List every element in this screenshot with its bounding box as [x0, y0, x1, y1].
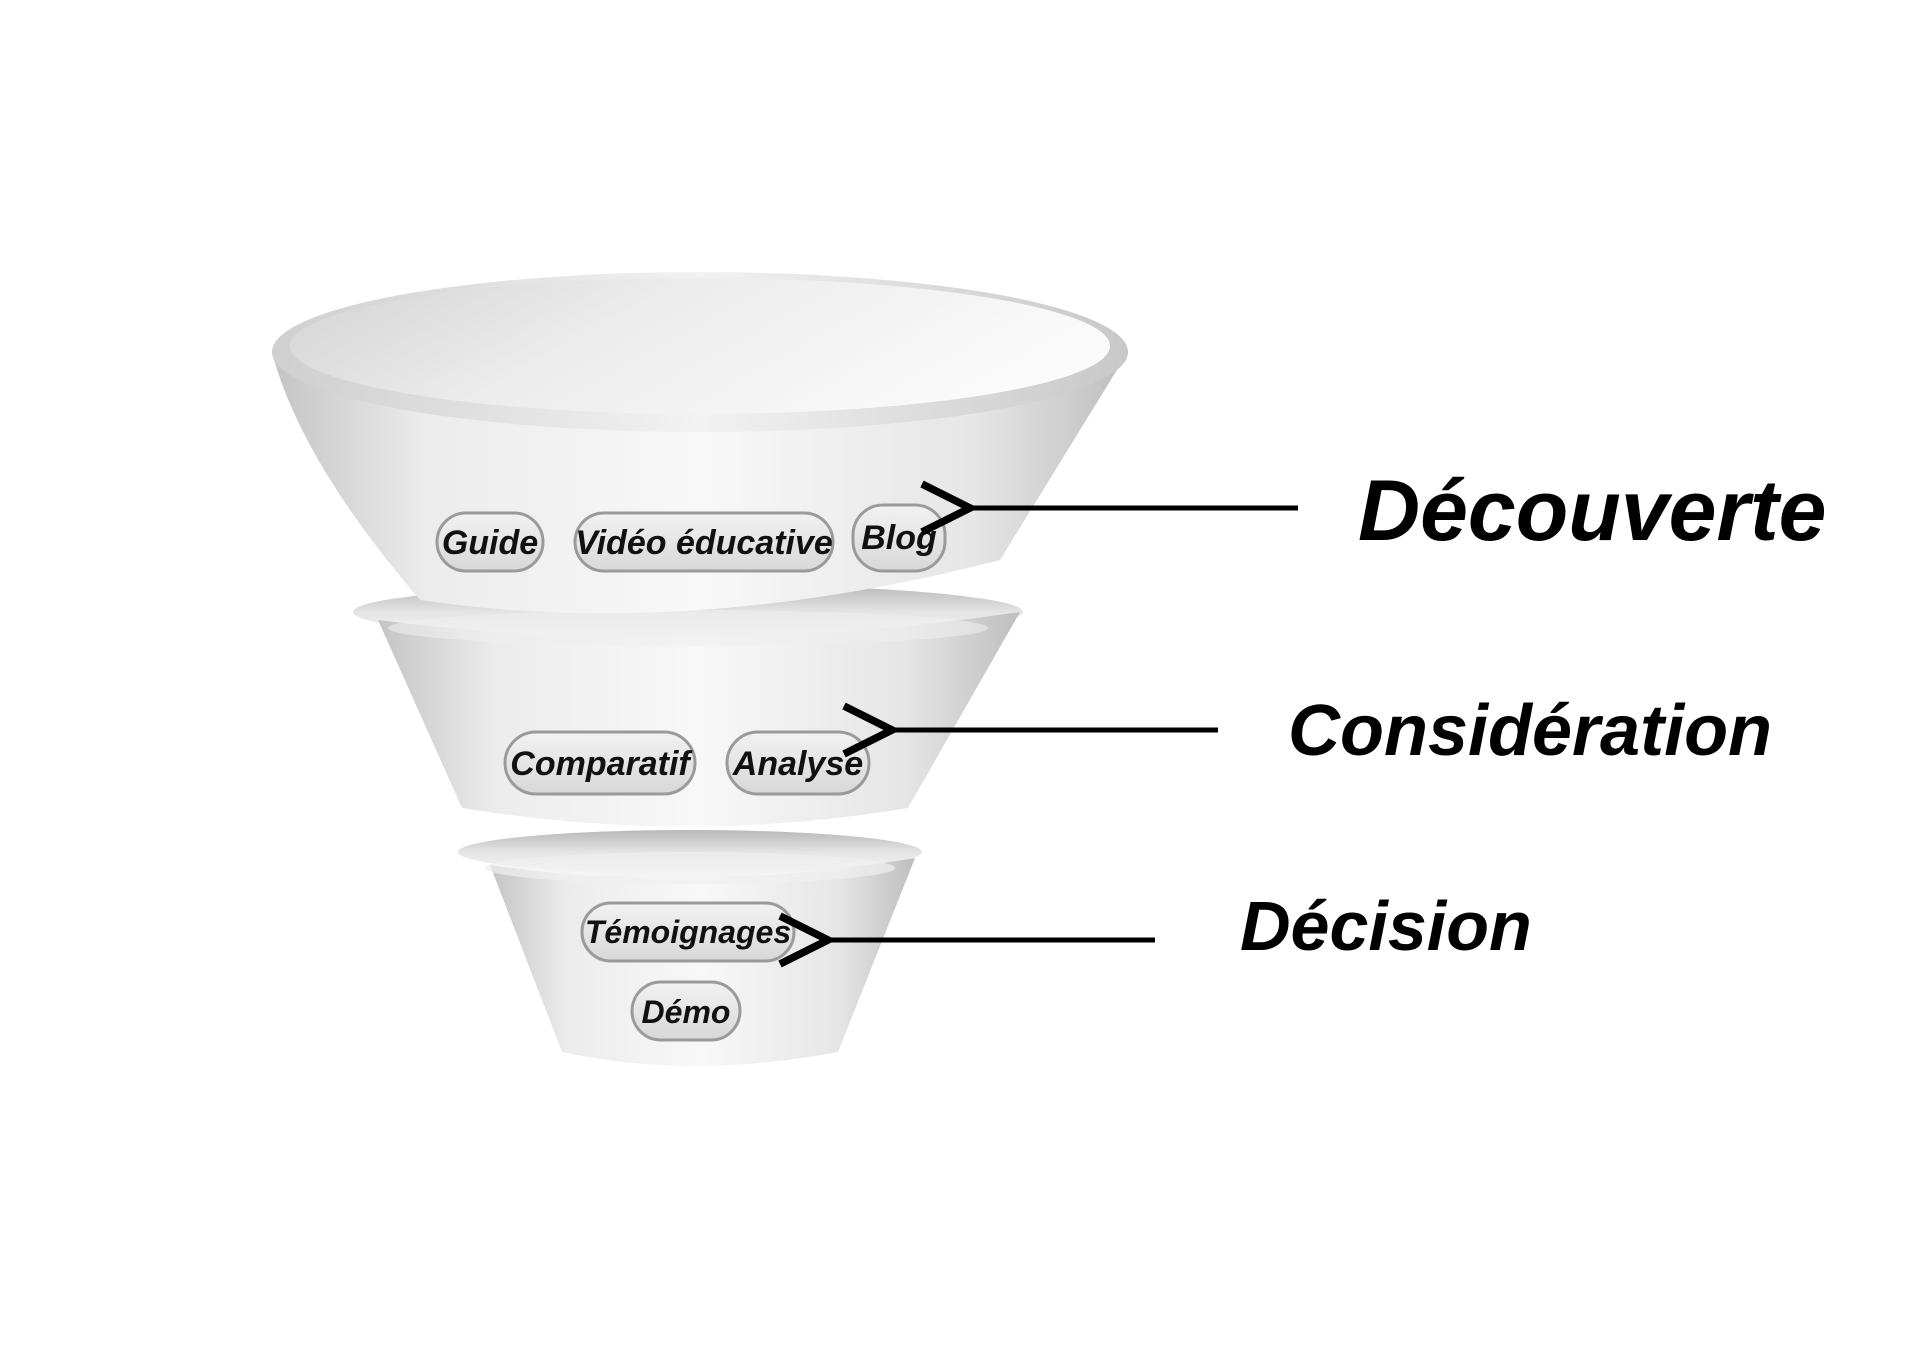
- pill-temoignages: Témoignages: [580, 901, 796, 963]
- pill-label-analyse: Analyse: [732, 745, 863, 783]
- funnel-segment-consideration: [353, 584, 1023, 827]
- label-decision: Décision: [1240, 887, 1532, 965]
- pill-comparatif: Comparatif: [503, 730, 697, 796]
- funnel-opening: [290, 278, 1110, 414]
- pill-label-demo: Démo: [642, 994, 731, 1030]
- pill-analyse: Analyse: [725, 730, 871, 796]
- pill-video-educative: Vidéo éducative: [573, 511, 835, 573]
- pill-demo: Démo: [630, 980, 742, 1042]
- pill-guide: Guide: [435, 511, 545, 573]
- pill-blog: Blog: [851, 503, 947, 573]
- label-consideration: Considération: [1288, 691, 1772, 771]
- pill-label-video-educative: Vidéo éducative: [575, 524, 833, 562]
- pill-label-blog: Blog: [861, 519, 937, 557]
- pill-label-temoignages: Témoignages: [585, 914, 791, 950]
- pill-label-guide: Guide: [442, 524, 538, 562]
- label-decouverte: Découverte: [1358, 463, 1826, 559]
- pill-label-comparatif: Comparatif: [510, 745, 693, 783]
